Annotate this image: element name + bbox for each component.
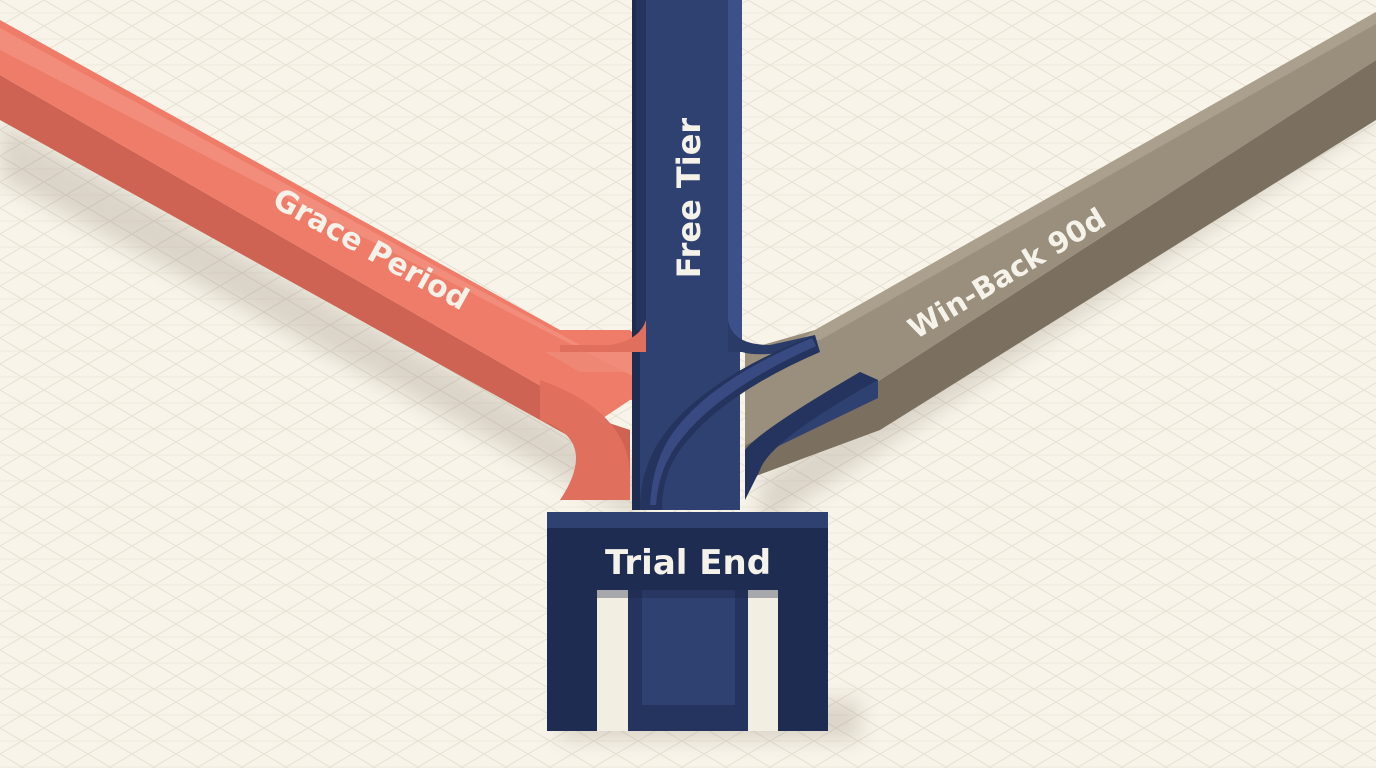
grace-fillet xyxy=(540,380,630,500)
label-trial-end: Trial End xyxy=(605,543,771,583)
winback-top-face xyxy=(745,12,1376,445)
trial-end-block xyxy=(547,512,828,731)
winback-ridge xyxy=(800,12,1376,340)
branch-grace-period xyxy=(0,20,700,500)
branch-win-back xyxy=(745,12,1376,500)
crossover-highlight xyxy=(650,338,816,505)
arch-top-strip xyxy=(547,512,828,530)
trunk-free-tier xyxy=(560,0,815,510)
grace-side-face xyxy=(0,75,630,470)
label-free-tier: Free Tier xyxy=(670,118,708,279)
winback-fillet xyxy=(745,372,878,500)
crossover-outer xyxy=(640,335,820,510)
crossover-curve xyxy=(640,335,820,510)
trunk-left-rail xyxy=(636,0,646,330)
trunk-right-rail xyxy=(728,0,742,340)
winback-side-face xyxy=(745,60,1376,480)
arch-front-face xyxy=(547,528,828,731)
